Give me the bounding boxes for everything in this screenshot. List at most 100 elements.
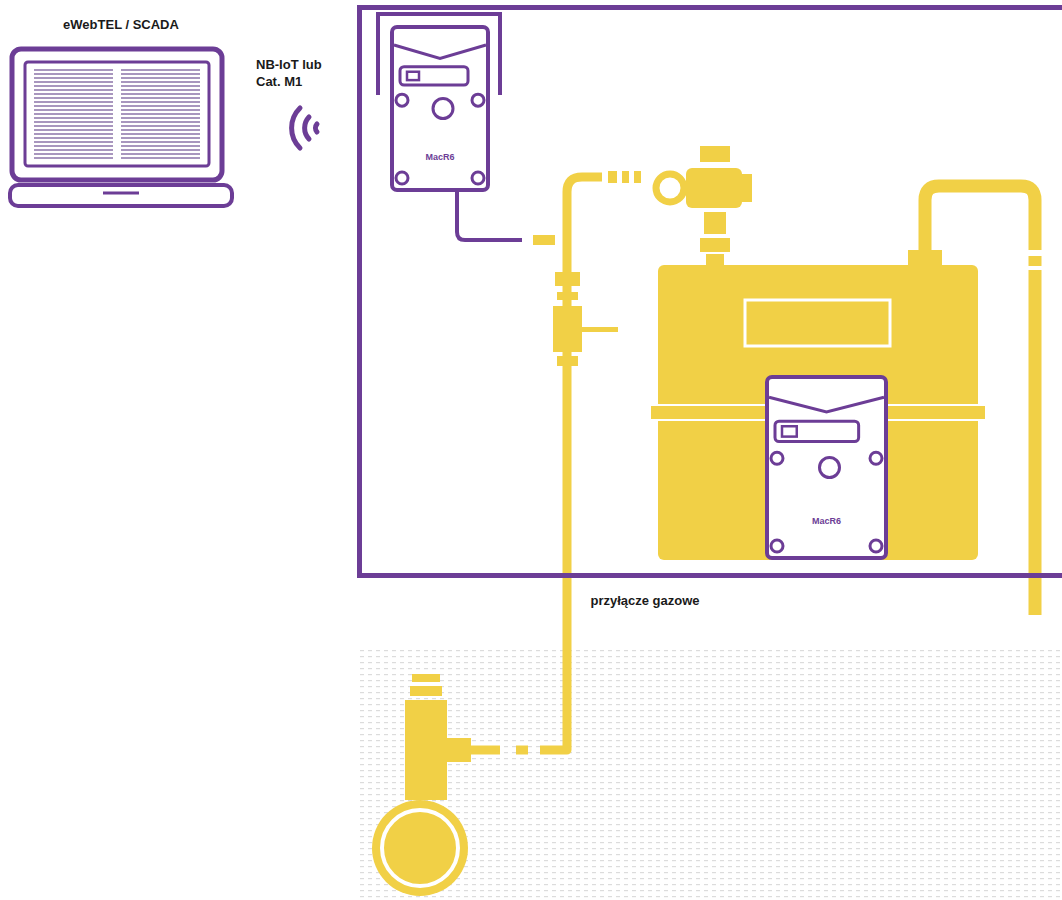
- valve-nut: [555, 272, 580, 286]
- wireless-signal: [292, 108, 317, 148]
- valve-body: [553, 306, 582, 352]
- tee-cap: [410, 686, 442, 696]
- tee-branch: [445, 738, 471, 762]
- screen-line: [34, 141, 113, 143]
- mounting-hole: [870, 540, 882, 552]
- screen-line: [121, 89, 200, 91]
- network-label: NB-IoT lub Cat. M1: [256, 57, 348, 91]
- signal-arc: [305, 117, 309, 139]
- supply-pipe: [470, 177, 602, 750]
- screen-line: [121, 105, 200, 107]
- tee-cap: [412, 674, 440, 682]
- display-segment: [782, 426, 797, 436]
- regulator-nut: [706, 254, 724, 265]
- laptop-notch: [103, 192, 139, 195]
- pipe: [470, 746, 500, 755]
- mounting-hole: [396, 172, 408, 184]
- screen-line: [121, 113, 200, 115]
- screen-line: [34, 145, 113, 147]
- pipe-fitting: [622, 171, 629, 183]
- screen-line: [121, 137, 200, 139]
- meter-window: [745, 300, 890, 346]
- screen-line: [34, 129, 113, 131]
- signal-arc: [292, 108, 300, 148]
- regulator-nut: [700, 238, 730, 252]
- screen-line: [121, 109, 200, 111]
- screen-line: [121, 101, 200, 103]
- mounting-hole: [771, 452, 783, 464]
- ground-area: [357, 650, 1062, 900]
- macr6-device: MacR6: [765, 375, 888, 560]
- device-display: [400, 67, 468, 85]
- regulator-dial: [656, 174, 684, 202]
- mounting-hole: [396, 94, 408, 106]
- valve-nut: [557, 292, 578, 300]
- device-housing: [392, 27, 488, 190]
- meter-outlet-nut: [908, 250, 942, 266]
- laptop-icon: [8, 46, 234, 210]
- screen-line: [121, 153, 200, 155]
- device-housing: [767, 377, 886, 558]
- regulator-body: [686, 168, 742, 208]
- mounting-hole: [771, 540, 783, 552]
- laptop-base: [10, 185, 232, 206]
- main-pipe-connection: [372, 674, 471, 896]
- valve-handle: [580, 327, 618, 332]
- device-button: [433, 99, 453, 119]
- screen-line: [121, 157, 200, 159]
- gas-meter: [650, 265, 986, 560]
- pipe-joint: [1024, 250, 1046, 256]
- screen-line: [34, 105, 113, 107]
- area-label: przyłącze gazowe: [362, 593, 928, 608]
- screen-line: [34, 93, 113, 95]
- screen-line: [121, 121, 200, 123]
- screen-line: [34, 69, 113, 71]
- regulator-port: [736, 174, 752, 202]
- pipe: [516, 746, 528, 755]
- screen-line: [34, 89, 113, 91]
- screen-line: [34, 101, 113, 103]
- pipe-fitting: [634, 171, 641, 183]
- screen-line: [34, 73, 113, 75]
- device-label: MacR6: [390, 152, 490, 162]
- pipe: [540, 177, 602, 750]
- device-label: MacR6: [765, 516, 888, 526]
- screen-line: [121, 69, 200, 71]
- screen-line: [34, 121, 113, 123]
- device-outline: [390, 25, 490, 192]
- screen-line: [121, 97, 200, 99]
- screen-line: [34, 81, 113, 83]
- device-button: [820, 458, 840, 478]
- display-segment: [407, 72, 419, 80]
- cable-connector: [533, 235, 555, 245]
- screen-line: [34, 117, 113, 119]
- system-label: eWebTEL / SCADA: [8, 17, 234, 32]
- device-display: [775, 421, 859, 441]
- screen-line: [121, 81, 200, 83]
- pipe-joint: [1024, 266, 1046, 270]
- screen-line: [121, 141, 200, 143]
- regulator-cap: [700, 146, 730, 162]
- screen-line: [121, 85, 200, 87]
- valve-nut: [557, 356, 578, 366]
- main-pipe: [372, 800, 468, 896]
- screen-line: [34, 153, 113, 155]
- screen-line: [121, 133, 200, 135]
- screen-line: [34, 133, 113, 135]
- screen-line: [121, 145, 200, 147]
- screen-line: [121, 117, 200, 119]
- gas-regulator: [656, 146, 752, 265]
- housing-edge: [394, 45, 486, 58]
- tee-body: [405, 700, 447, 800]
- screen-line: [121, 73, 200, 75]
- signal-arc: [315, 124, 317, 132]
- screen-line: [34, 85, 113, 87]
- housing-edge: [769, 397, 884, 412]
- screen-line: [34, 77, 113, 79]
- screen-line: [34, 109, 113, 111]
- device-outline: [765, 375, 888, 560]
- screen-line: [34, 97, 113, 99]
- screen-line: [34, 157, 113, 159]
- screen-content: [34, 70, 200, 158]
